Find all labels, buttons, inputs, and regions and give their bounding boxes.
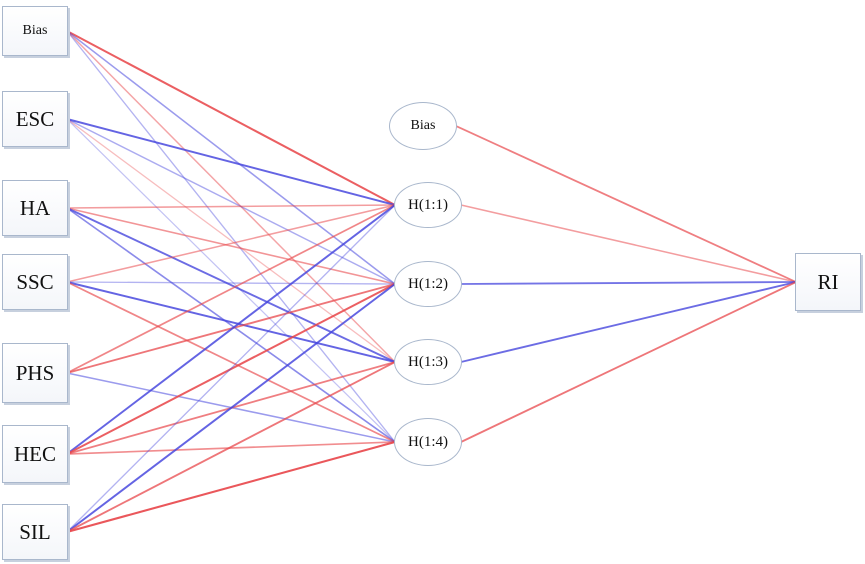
- edge-h4-to-out_ri: [460, 281, 797, 443]
- hidden-node-bias-label: Bias: [410, 118, 436, 133]
- input-node-ha: HA: [2, 180, 68, 236]
- output-node-ri: RI: [795, 253, 861, 311]
- hidden-node-h1-1-label: H(1:1): [408, 196, 448, 213]
- hidden-node-bias: Bias: [389, 102, 457, 150]
- edge-in_sil-to-h1: [66, 204, 396, 533]
- input-node-sil: SIL: [2, 504, 68, 560]
- input-node-ssc-label: SSC: [16, 269, 54, 294]
- edge-in_esc-to-h2: [66, 118, 396, 285]
- edge-in_sil-to-h2: [66, 283, 396, 533]
- edge-in_ssc-to-h2: [66, 281, 396, 285]
- input-node-ha-label: HA: [19, 195, 51, 220]
- input-node-bias: Bias: [2, 6, 68, 56]
- edge-in_sil-to-h4: [66, 440, 396, 534]
- edge-h1-to-out_ri: [460, 204, 797, 283]
- output-node-ri-label: RI: [817, 269, 839, 294]
- hidden-node-h1-4-label: H(1:4): [408, 433, 448, 450]
- edge-h2-to-out_ri: [460, 281, 797, 285]
- input-node-sil-label: SIL: [19, 519, 51, 544]
- edge-in_ssc-to-h1: [66, 204, 396, 283]
- edge-in_bias-to-h4: [66, 30, 396, 443]
- edge-in_ha-to-h3: [66, 207, 396, 363]
- edge-in_ssc-to-h3: [66, 281, 396, 363]
- edge-in_hec-to-h2: [66, 283, 396, 455]
- hidden-node-h1-2-label: H(1:2): [408, 275, 448, 292]
- edge-in_phs-to-h1: [66, 204, 396, 374]
- edge-in_esc-to-h3: [66, 118, 396, 363]
- input-node-esc: ESC: [2, 91, 68, 147]
- edge-in_esc-to-h4: [66, 118, 396, 443]
- edge-in_hec-to-h1: [66, 204, 396, 455]
- edge-in_ha-to-h2: [66, 207, 396, 285]
- hidden-node-h1-4: H(1:4): [394, 418, 462, 466]
- edge-in_sil-to-h3: [66, 361, 396, 533]
- input-node-hec-label: HEC: [14, 441, 56, 466]
- edge-in_ha-to-h4: [66, 207, 396, 443]
- edge-in_bias-to-h1: [66, 30, 396, 206]
- edge-in_esc-to-h1: [66, 118, 396, 206]
- hidden-node-h1-2: H(1:2): [394, 261, 462, 307]
- hidden-node-h1-3-label: H(1:3): [408, 353, 448, 370]
- edge-h_bias-to-out_ri: [455, 125, 797, 283]
- edge-in_ha-to-h1: [66, 204, 396, 209]
- input-node-hec: HEC: [2, 425, 68, 483]
- input-node-phs: PHS: [2, 343, 68, 403]
- edge-in_bias-to-h3: [66, 30, 396, 363]
- hidden-node-h1-1: H(1:1): [394, 182, 462, 228]
- hidden-node-h1-3: H(1:3): [394, 339, 462, 385]
- input-node-phs-label: PHS: [15, 360, 55, 385]
- edge-in_ssc-to-h4: [66, 281, 396, 443]
- edge-h3-to-out_ri: [460, 281, 797, 363]
- input-node-esc-label: ESC: [15, 106, 55, 131]
- input-node-bias-label: Bias: [22, 23, 48, 38]
- input-node-ssc: SSC: [2, 254, 68, 310]
- edge-in_bias-to-h2: [66, 30, 396, 285]
